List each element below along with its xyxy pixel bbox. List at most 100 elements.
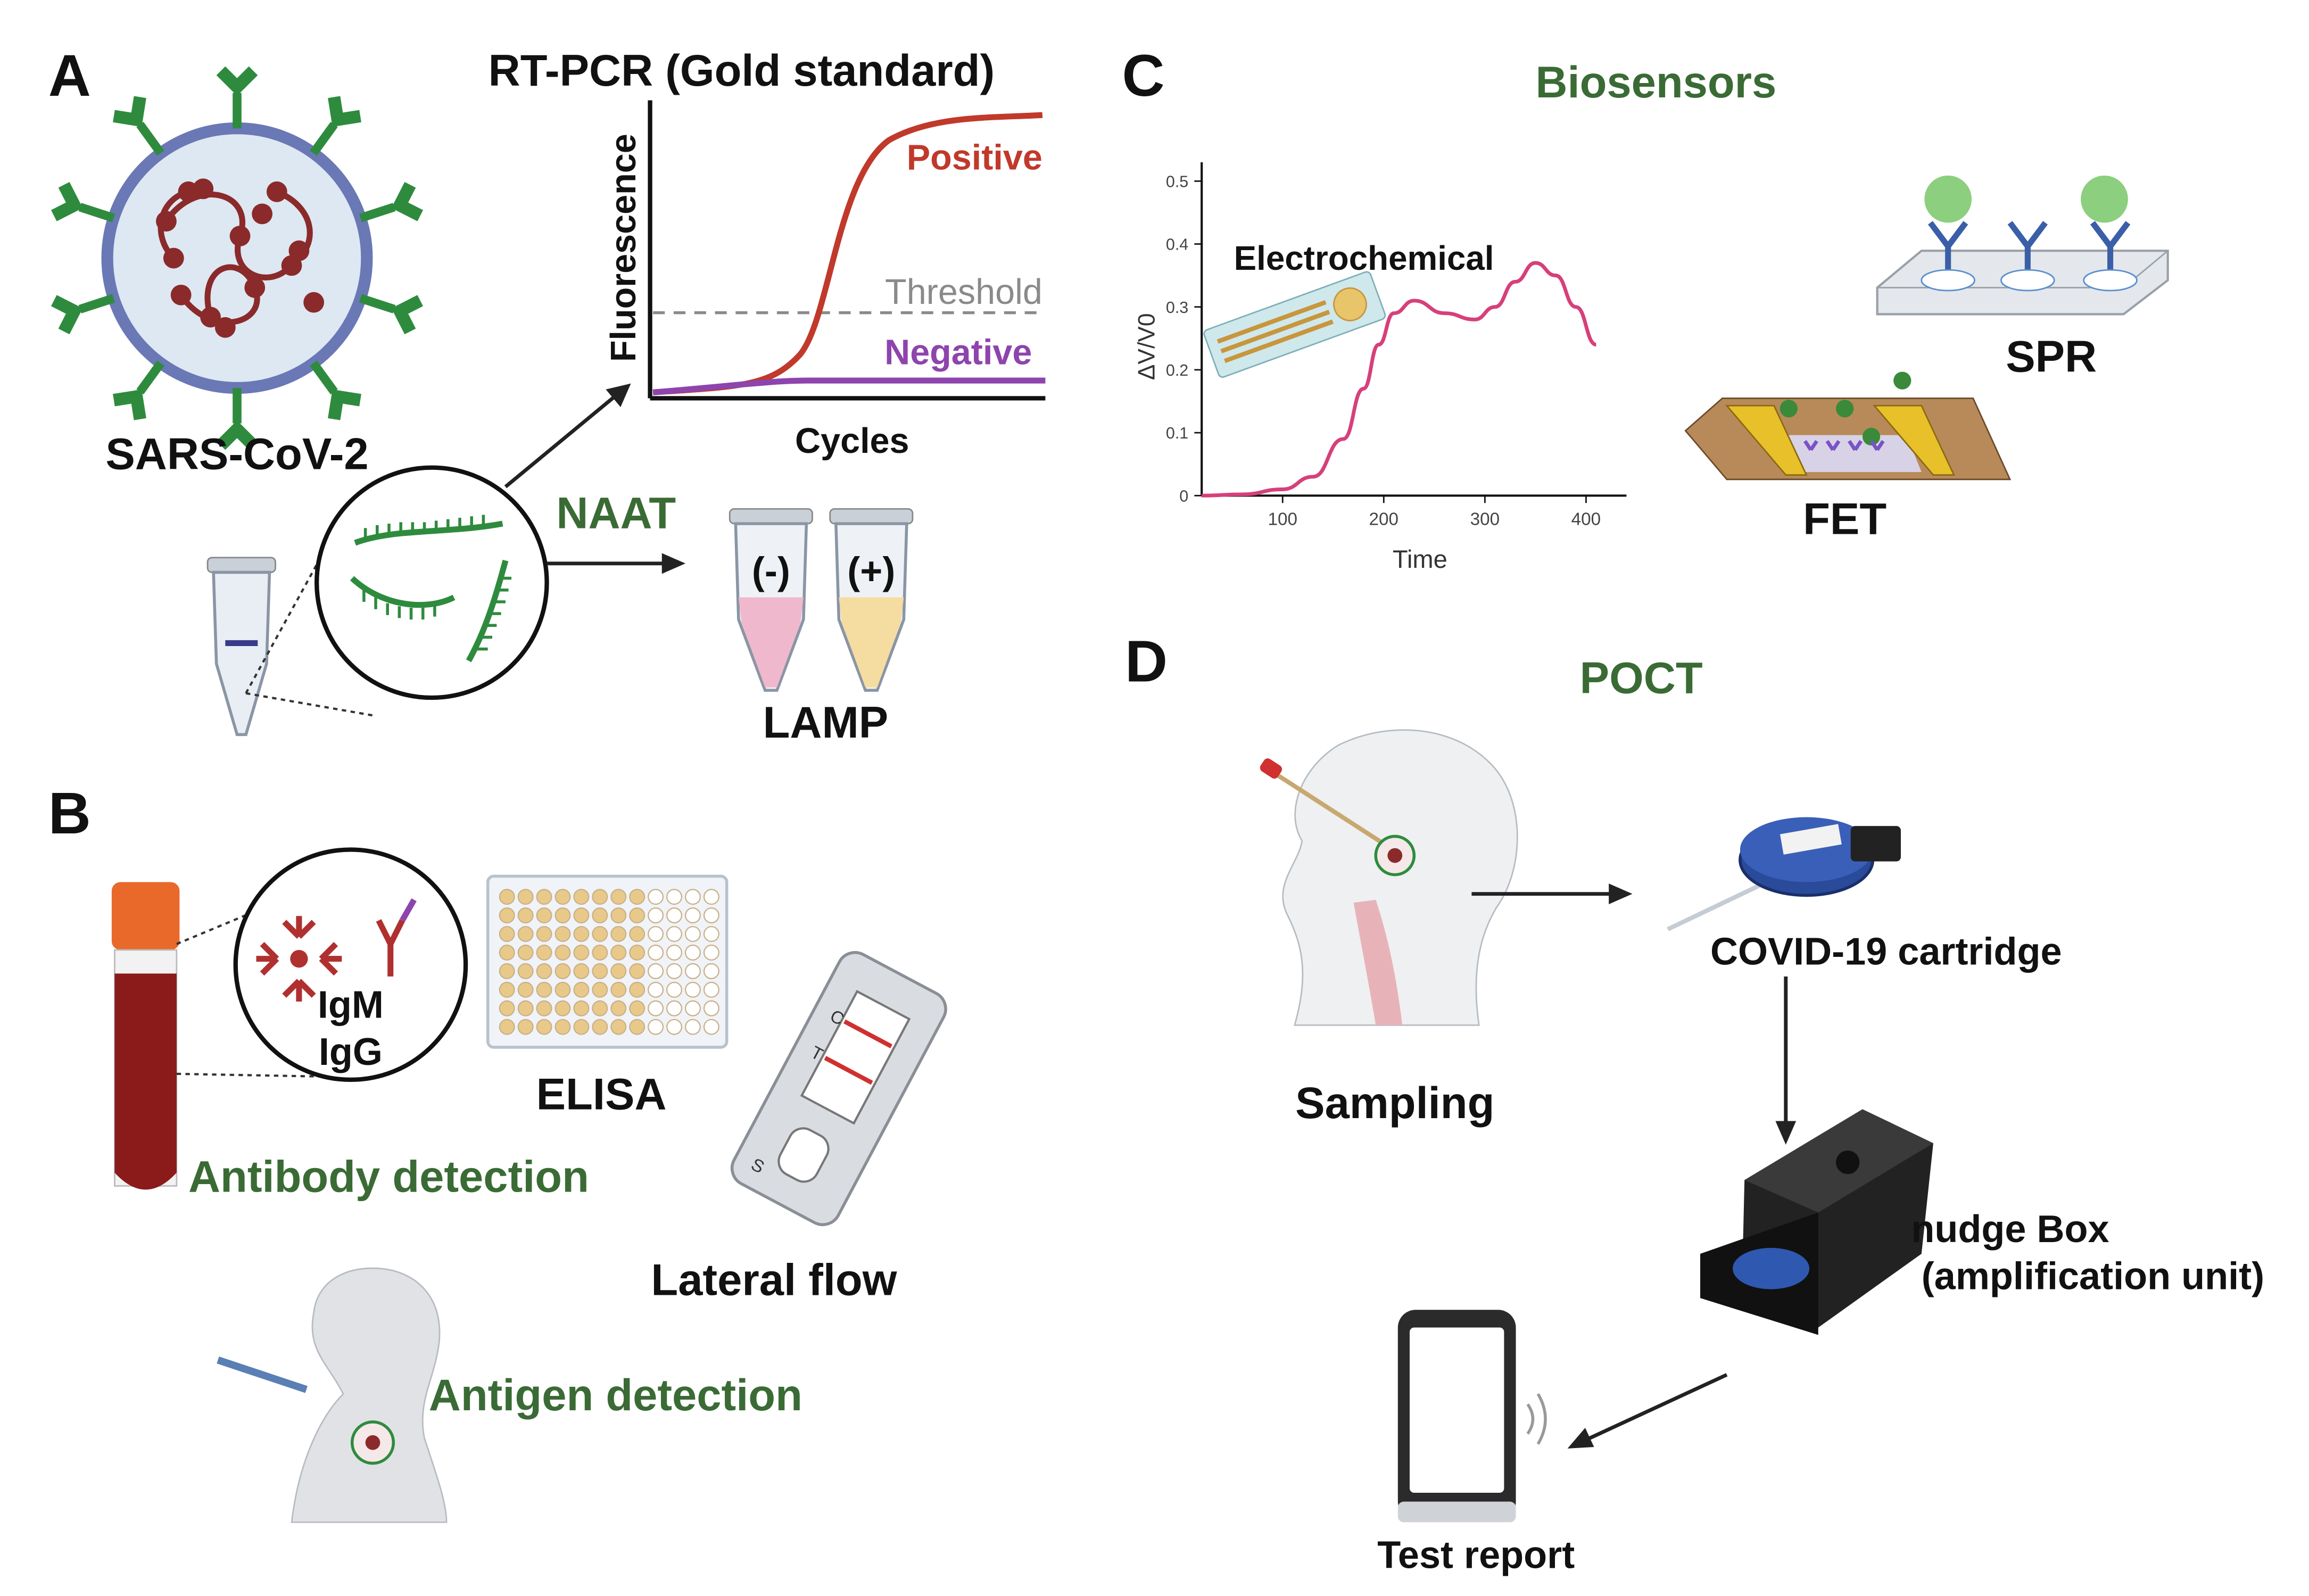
sars-cov-2-virus-icon bbox=[51, 66, 424, 450]
elisa-well bbox=[629, 926, 645, 942]
threshold-label: Threshold bbox=[885, 272, 1042, 312]
fet-label: FET bbox=[1803, 494, 1886, 543]
elisa-well bbox=[703, 926, 719, 942]
elisa-well bbox=[703, 963, 719, 979]
elisa-well bbox=[666, 1019, 682, 1035]
elisa-well bbox=[684, 945, 701, 961]
echem-x-tick-label: 400 bbox=[1571, 510, 1601, 530]
elisa-well bbox=[555, 981, 571, 998]
antibody-zoom-icon bbox=[233, 847, 468, 1082]
sample-tube-icon bbox=[206, 557, 276, 737]
echem-x-tick-label: 300 bbox=[1470, 510, 1500, 530]
elisa-well bbox=[703, 889, 719, 905]
nudge-box-device-icon bbox=[1700, 1109, 1933, 1335]
elisa-well bbox=[610, 1019, 627, 1035]
elisa-well bbox=[648, 1019, 664, 1035]
lamp-pos-label: (+) bbox=[847, 550, 895, 593]
elisa-well bbox=[703, 1000, 719, 1016]
elisa-well bbox=[610, 945, 627, 961]
panel-b: B IgM IgG ELISA bbox=[48, 781, 947, 1523]
lamp-positive-tube-icon bbox=[829, 508, 914, 692]
lamp-neg-label: (-) bbox=[752, 550, 790, 593]
elisa-well bbox=[629, 1019, 645, 1035]
lateral-flow-cassette-icon: C T S bbox=[730, 951, 947, 1226]
arrow-to-cartridge-head bbox=[1609, 883, 1633, 905]
elisa-well bbox=[648, 945, 664, 961]
test-report-label: Test report bbox=[1377, 1534, 1575, 1576]
elisa-well bbox=[536, 926, 552, 942]
zoom-line-bottom-b bbox=[176, 1072, 336, 1078]
elisa-well bbox=[629, 1000, 645, 1016]
rna-zoom-icon bbox=[315, 465, 549, 700]
elisa-well bbox=[648, 963, 664, 979]
arrow-to-rt-pcr-head bbox=[606, 383, 631, 407]
igm-label: IgM bbox=[318, 983, 384, 1026]
echem-y-tick-label: 0.5 bbox=[1166, 172, 1188, 191]
elisa-well bbox=[499, 963, 515, 979]
elisa-well bbox=[517, 907, 534, 924]
elisa-well bbox=[573, 1019, 590, 1035]
elisa-well bbox=[499, 1000, 515, 1016]
poct-title: POCT bbox=[1580, 654, 1703, 703]
lamp-label: LAMP bbox=[763, 698, 889, 747]
elisa-well bbox=[610, 889, 627, 905]
arrow-to-lamp-head bbox=[661, 553, 686, 574]
elisa-well bbox=[648, 889, 664, 905]
elisa-well bbox=[592, 926, 608, 942]
elisa-well bbox=[648, 907, 664, 924]
elisa-well bbox=[684, 981, 701, 998]
elisa-well bbox=[666, 889, 682, 905]
echem-y-tick-label: 0 bbox=[1179, 487, 1188, 505]
elisa-well bbox=[573, 963, 590, 979]
elisa-well bbox=[648, 1000, 664, 1016]
elisa-well bbox=[666, 926, 682, 942]
elisa-well bbox=[610, 1000, 627, 1016]
elisa-well bbox=[610, 907, 627, 924]
elisa-well bbox=[684, 963, 701, 979]
panel-a: A bbox=[48, 43, 1046, 747]
elisa-well bbox=[703, 945, 719, 961]
fluorescence-axis-label: Fluorescence bbox=[604, 134, 643, 362]
arrow-to-rt-pcr bbox=[504, 394, 618, 489]
elisa-well bbox=[666, 907, 682, 924]
elisa-well bbox=[592, 963, 608, 979]
echem-x-tick-label: 100 bbox=[1268, 510, 1297, 530]
elisa-well bbox=[592, 907, 608, 924]
arrow-to-nudge-box-head bbox=[1775, 1121, 1797, 1145]
echem-y-tick-label: 0.3 bbox=[1166, 299, 1188, 317]
echem-y-tick-label: 0.2 bbox=[1166, 361, 1188, 379]
elisa-well bbox=[573, 945, 590, 961]
elisa-well bbox=[499, 889, 515, 905]
electrode-strip-icon bbox=[1203, 271, 1386, 378]
elisa-well bbox=[517, 945, 534, 961]
echem-series-line bbox=[1202, 261, 1597, 498]
elisa-well bbox=[517, 889, 534, 905]
elisa-well bbox=[629, 963, 645, 979]
antibody-detection-label: Antibody detection bbox=[188, 1152, 589, 1202]
elisa-well bbox=[592, 945, 608, 961]
elisa-well bbox=[666, 1000, 682, 1016]
panel-c-letter: C bbox=[1122, 43, 1165, 109]
elisa-well bbox=[610, 963, 627, 979]
elisa-well bbox=[536, 1000, 552, 1016]
elisa-well bbox=[517, 963, 534, 979]
elisa-well bbox=[666, 945, 682, 961]
naat-label: NAAT bbox=[556, 488, 676, 537]
elisa-well bbox=[666, 963, 682, 979]
virus-label: SARS-CoV-2 bbox=[105, 429, 368, 478]
arrow-to-phone bbox=[1588, 1373, 1728, 1440]
elisa-well bbox=[573, 926, 590, 942]
panel-d: D POCT Sampling COVID-19 cartridge bbox=[1125, 629, 2264, 1577]
elisa-well bbox=[684, 889, 701, 905]
cycles-axis-label: Cycles bbox=[795, 421, 909, 461]
elisa-well bbox=[555, 907, 571, 924]
elisa-well bbox=[684, 926, 701, 942]
elisa-well bbox=[499, 907, 515, 924]
elisa-well bbox=[648, 981, 664, 998]
echem-y-tick-label: 0.4 bbox=[1166, 236, 1188, 254]
spr-label: SPR bbox=[2006, 332, 2097, 381]
